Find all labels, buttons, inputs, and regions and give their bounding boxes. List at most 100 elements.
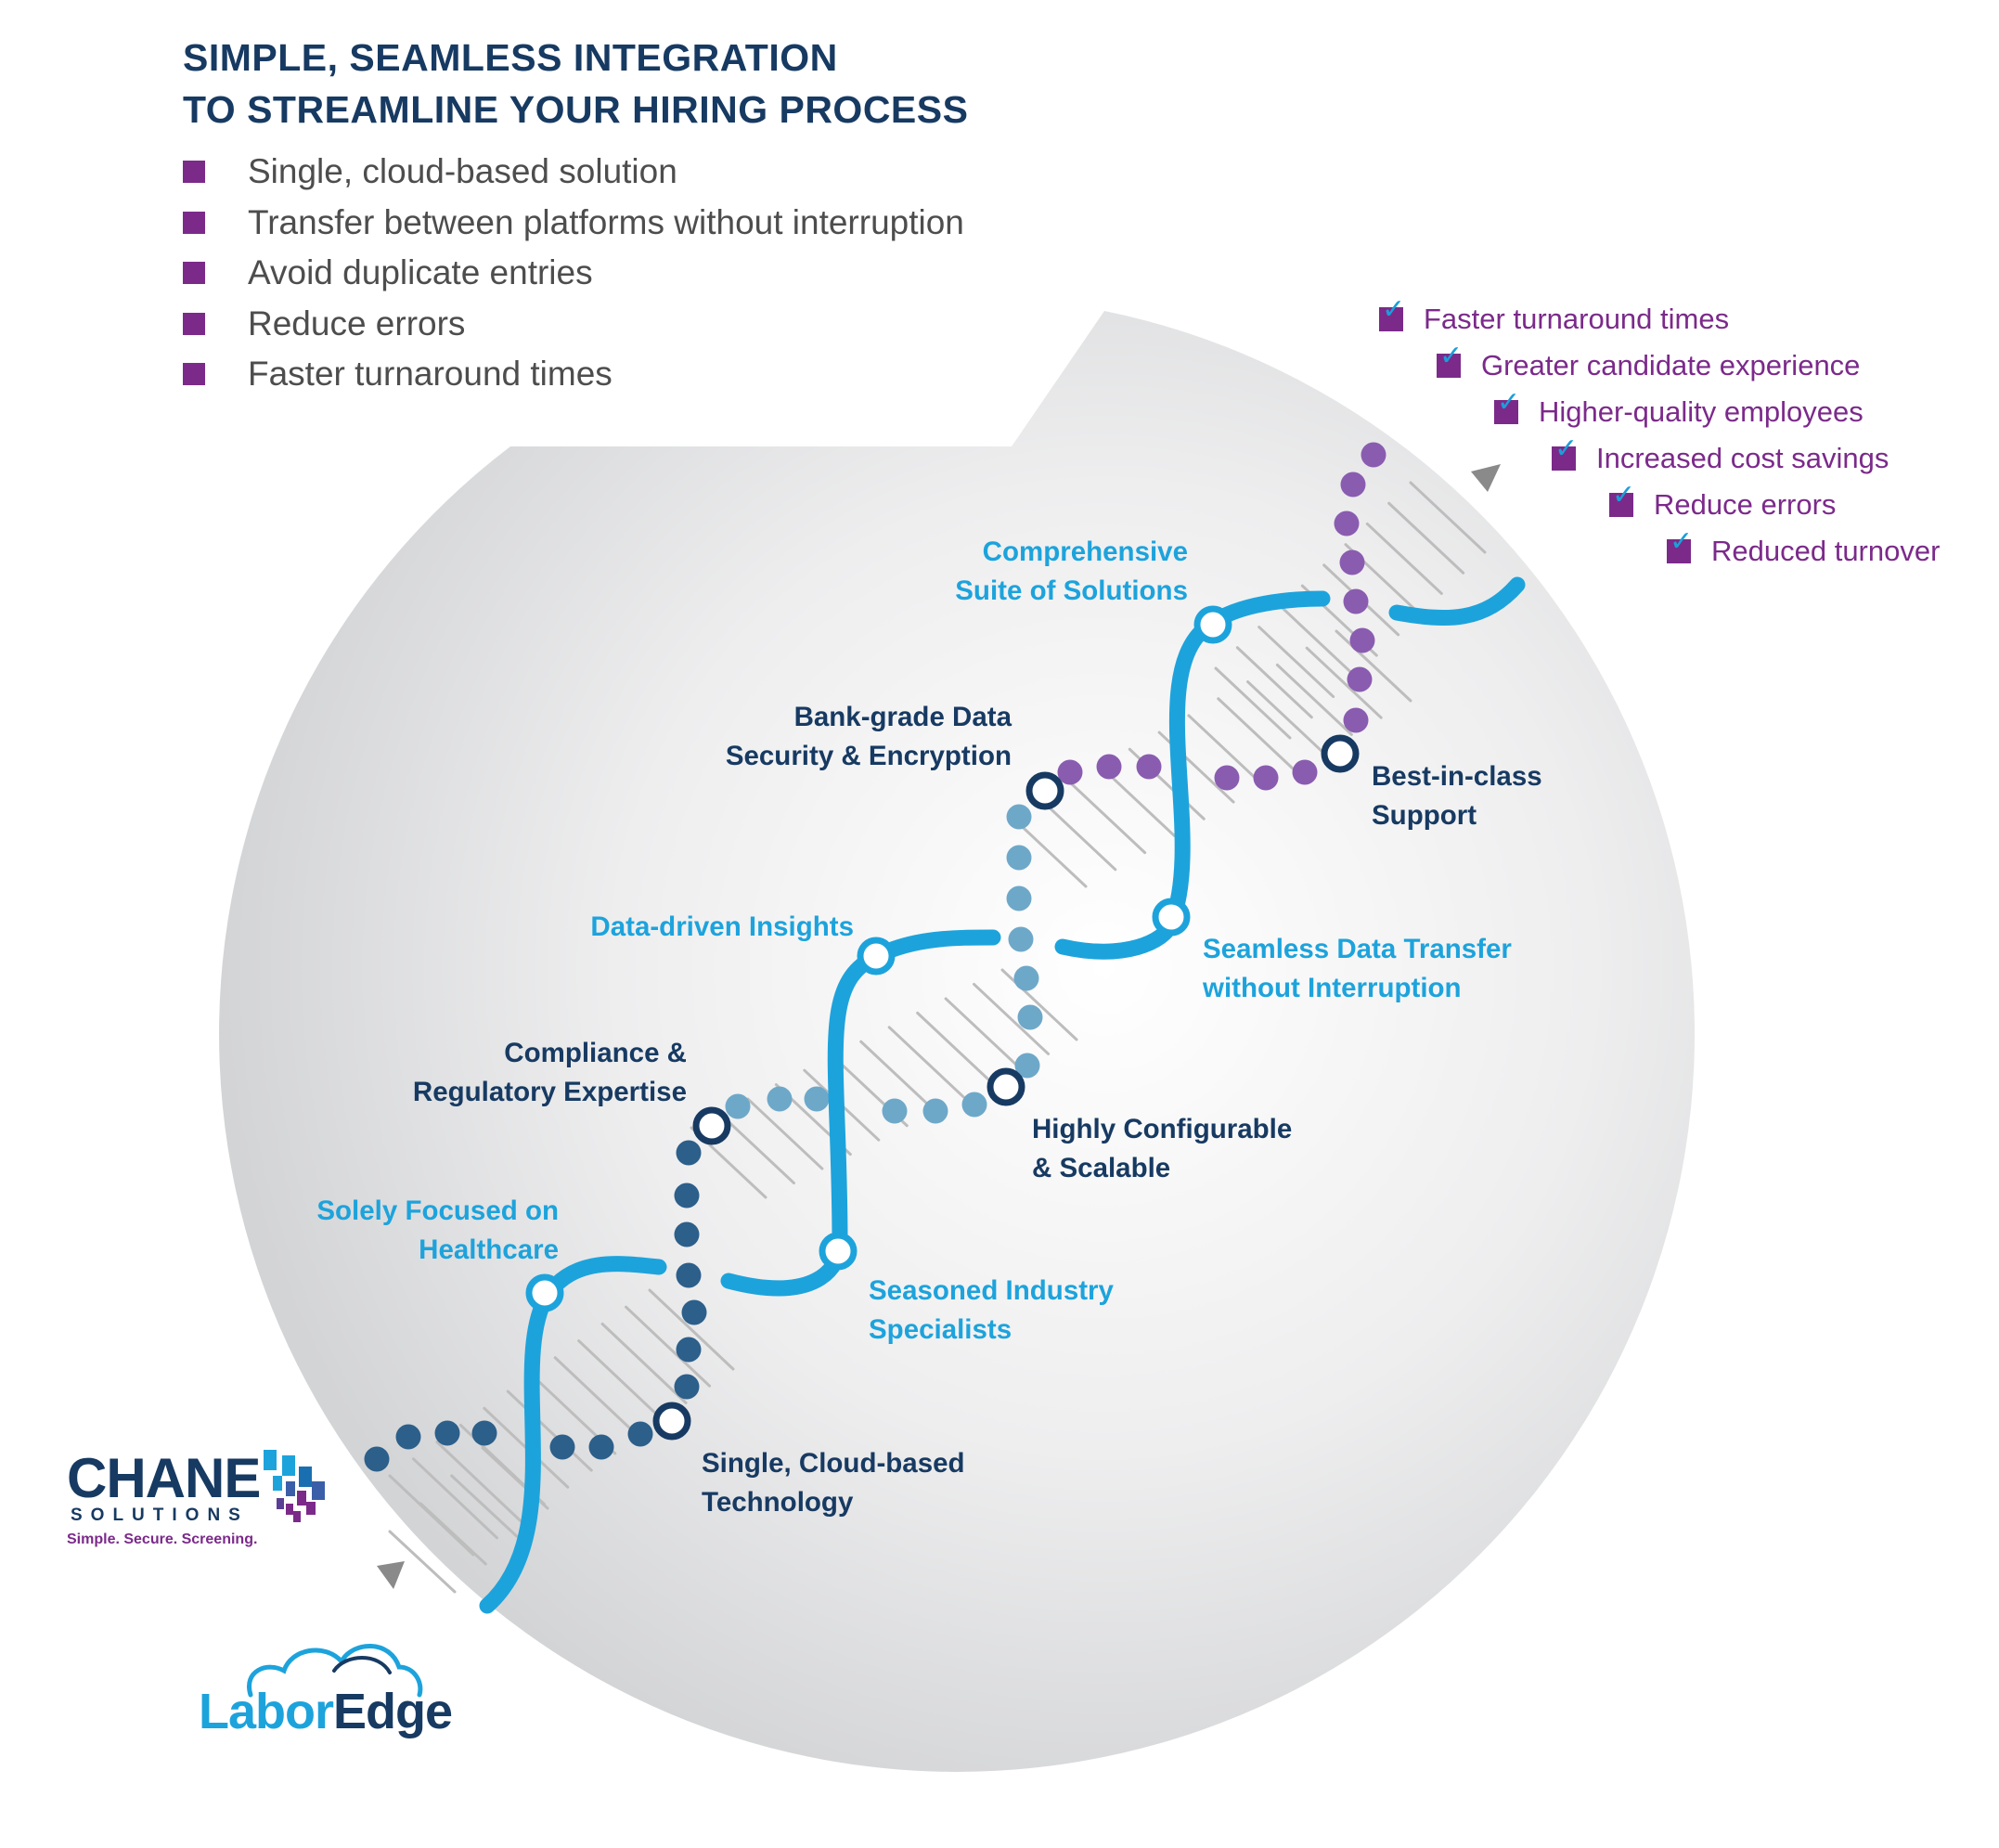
helix-rung — [553, 1356, 640, 1439]
label-data-driven-insights: Data-driven Insights — [590, 911, 854, 942]
helix-rung — [1257, 626, 1335, 699]
checkbox-checked-icon: ✓ — [1379, 296, 1405, 331]
benefit-item: ✓Faster turnaround times — [1379, 296, 1729, 336]
helix-dot — [922, 1098, 948, 1124]
helix-dot — [767, 1086, 793, 1112]
label-solely-focused-healthcare: Solely Focused on Healthcare — [316, 1195, 559, 1265]
helix-dot — [1096, 754, 1122, 780]
helix-rung — [411, 1457, 498, 1540]
helix-dot — [676, 1140, 702, 1166]
helix-dot — [549, 1434, 575, 1460]
cloud-icon — [247, 1644, 423, 1698]
helix-rung — [450, 1474, 519, 1538]
helix-rung — [1039, 798, 1117, 872]
bullet-item: Faster turnaround times — [183, 349, 964, 400]
helix-dot — [674, 1182, 700, 1208]
benefit-item: ✓Greater candidate experience — [1437, 342, 1860, 382]
helix-rung — [506, 1389, 593, 1472]
checkbox-checked-icon: ✓ — [1494, 389, 1520, 424]
helix-dot — [1361, 442, 1386, 468]
helix-dot — [961, 1092, 987, 1118]
benefit-item: ✓Higher-quality employees — [1494, 389, 1864, 429]
helix-dot — [1014, 1053, 1040, 1079]
helix-dot — [1013, 965, 1039, 991]
helix-dot — [434, 1420, 460, 1446]
helix-rung — [1235, 646, 1313, 719]
chane-fan-icon — [264, 1450, 325, 1522]
title-line-1: SIMPLE, SEAMLESS INTEGRATION — [183, 36, 838, 79]
label-best-in-class-support: Best-in-class Support — [1372, 761, 1542, 831]
helix-dot — [395, 1424, 421, 1450]
helix-rung — [1214, 666, 1292, 740]
helix-rung — [388, 1530, 457, 1594]
label-comprehensive-suite: Comprehensive Suite of Solutions — [955, 536, 1188, 606]
helix-rung — [944, 997, 1022, 1070]
benefit-item: ✓Reduce errors — [1609, 482, 1836, 522]
helix-dot — [1006, 885, 1032, 911]
helix-dot — [1008, 926, 1034, 952]
helix-dot — [1017, 1004, 1043, 1030]
helix-dot — [676, 1337, 702, 1363]
helix-dot — [627, 1421, 653, 1447]
arrow-top-right-icon — [1471, 464, 1501, 492]
helix-rung — [916, 1011, 994, 1084]
helix-dot — [1343, 707, 1369, 733]
helix-rung — [859, 1040, 937, 1113]
helix-rung — [717, 1112, 795, 1185]
helix-rung — [1217, 697, 1295, 770]
checkbox-checked-icon: ✓ — [1609, 482, 1635, 517]
chane-logo-wordmark: CHANE — [67, 1447, 261, 1509]
helix-node — [652, 1402, 691, 1441]
helix-rung — [1387, 501, 1465, 575]
feature-bullet-list: Single, cloud-based solution Transfer be… — [183, 147, 964, 400]
helix-dot — [1006, 804, 1032, 830]
helix-dot — [674, 1374, 700, 1400]
checkbox-checked-icon: ✓ — [1667, 528, 1693, 563]
helix-rung — [1409, 481, 1487, 554]
helix-rung — [1069, 782, 1147, 855]
helix-dot — [1214, 765, 1240, 791]
helix-node — [692, 1106, 731, 1145]
helix-dot — [1334, 510, 1360, 536]
background-circle — [219, 311, 1696, 1772]
bullet-square-icon — [183, 363, 205, 386]
helix-dot — [1349, 627, 1375, 653]
helix-dot — [882, 1098, 908, 1124]
helix-node — [1193, 605, 1232, 644]
label-seasoned-specialists: Seasoned Industry Specialists — [869, 1275, 1114, 1345]
checkbox-checked-icon: ✓ — [1552, 435, 1578, 471]
title-line-2: TO STREAMLINE YOUR HIRING PROCESS — [183, 88, 969, 131]
helix-dot — [804, 1086, 830, 1112]
helix-dot — [1340, 472, 1366, 498]
helix-node — [525, 1273, 564, 1312]
helix-dot — [1292, 759, 1318, 785]
bullet-item: Transfer between platforms without inter… — [183, 198, 964, 249]
helix-node — [1152, 898, 1191, 937]
helix-node — [987, 1067, 1025, 1106]
helix-rung — [1275, 663, 1353, 736]
helix-rung — [1246, 680, 1324, 754]
helix-rung — [746, 1097, 824, 1170]
helix-rung — [1305, 646, 1383, 719]
helix-rung — [577, 1339, 664, 1422]
helix-rung — [1279, 604, 1357, 678]
helix-node — [819, 1232, 858, 1271]
helix-node — [1321, 734, 1360, 773]
bullet-square-icon — [183, 262, 205, 285]
label-single-cloud-technology: Single, Cloud-based Technology — [702, 1448, 965, 1518]
chane-logo-subtitle: SOLUTIONS — [71, 1506, 249, 1525]
helix-rung — [435, 1441, 522, 1523]
helix-dot — [364, 1446, 390, 1472]
helix-rung — [600, 1322, 688, 1404]
helix-dot — [471, 1420, 497, 1446]
benefit-item: ✓Increased cost savings — [1552, 435, 1889, 475]
bullet-item: Reduce errors — [183, 299, 964, 350]
laboredge-logo: LaborEdge — [195, 1634, 464, 1745]
helix-dot — [676, 1262, 702, 1288]
helix-dot — [1006, 845, 1032, 871]
helix-dot — [1339, 549, 1365, 575]
helix-dot — [1136, 754, 1162, 780]
helix-dot — [1343, 588, 1369, 614]
bullet-square-icon — [183, 211, 205, 234]
